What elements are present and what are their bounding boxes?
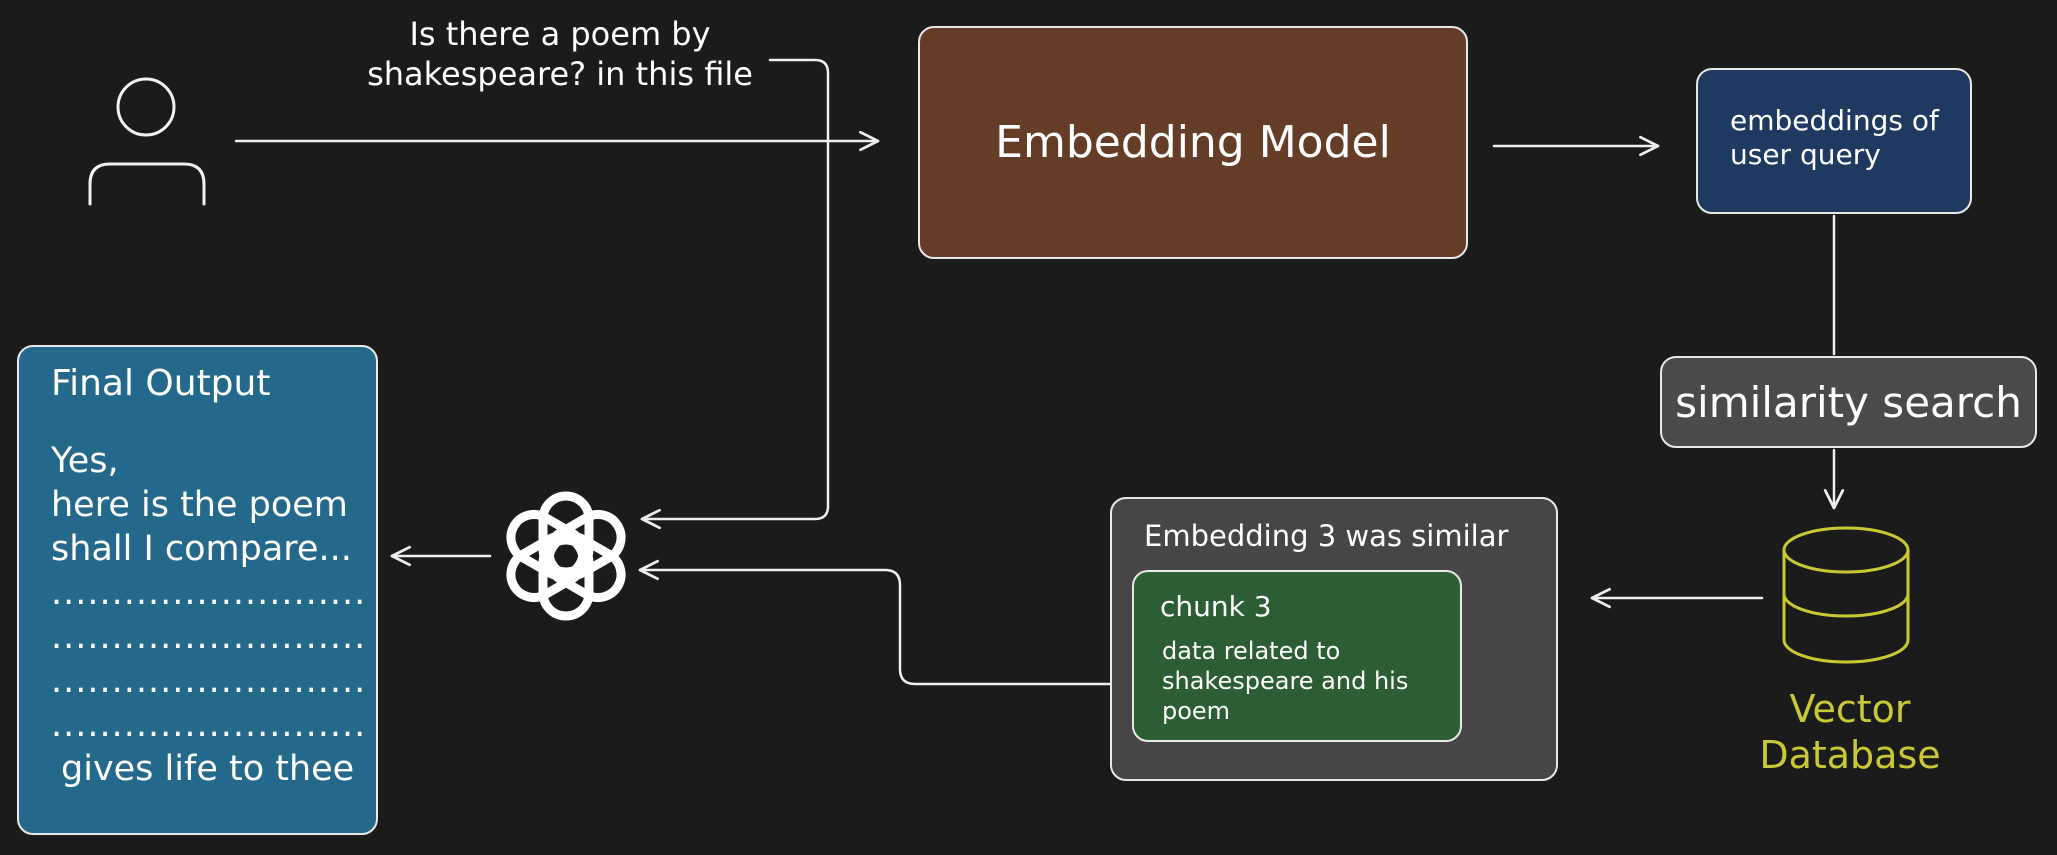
chunk-description: data related to shakespeare and his poem: [1162, 637, 1409, 725]
similar-result-label: Embedding 3 was similar: [1144, 519, 1509, 553]
output-line: here is the poem: [51, 485, 348, 525]
arrow-chunk-to-llm: [638, 559, 1162, 686]
chunk-title: chunk 3: [1160, 590, 1272, 623]
vector-database-label: Vector Database: [1759, 687, 1941, 777]
output-line: Yes,: [51, 441, 119, 481]
query-embeddings-label: embeddings of user query: [1730, 104, 1939, 171]
database-icon: [1782, 526, 1910, 664]
user-query-text: Is there a poem by shakespeare? in this …: [367, 15, 753, 93]
output-placeholder-line: ..........................: [51, 705, 367, 745]
output-placeholder-line: ..........................: [51, 661, 367, 701]
output-line: gives life to thee: [61, 749, 355, 789]
output-line: shall I compare...: [51, 529, 352, 569]
final-output-box: Final Output Yes, here is the poem shall…: [17, 345, 378, 835]
similarity-search-box: similarity search: [1660, 356, 2037, 448]
user-icon: [88, 77, 206, 206]
output-placeholder-line: ..........................: [51, 617, 367, 657]
embedding-model-label: Embedding Model: [995, 117, 1391, 168]
arrow-query-to-llm: [640, 58, 830, 530]
query-embeddings-box: embeddings of user query: [1696, 68, 1972, 214]
output-placeholder-line: ..........................: [51, 573, 367, 613]
final-output-content: Yes, here is the poem shall I compare...…: [51, 439, 366, 791]
final-output-title: Final Output: [51, 363, 271, 404]
openai-logo-icon: [506, 491, 626, 621]
chunk-box: chunk 3 data related to shakespeare and …: [1132, 570, 1462, 742]
embedding-model-box: Embedding Model: [918, 26, 1468, 259]
similarity-search-label: similarity search: [1675, 377, 2022, 427]
